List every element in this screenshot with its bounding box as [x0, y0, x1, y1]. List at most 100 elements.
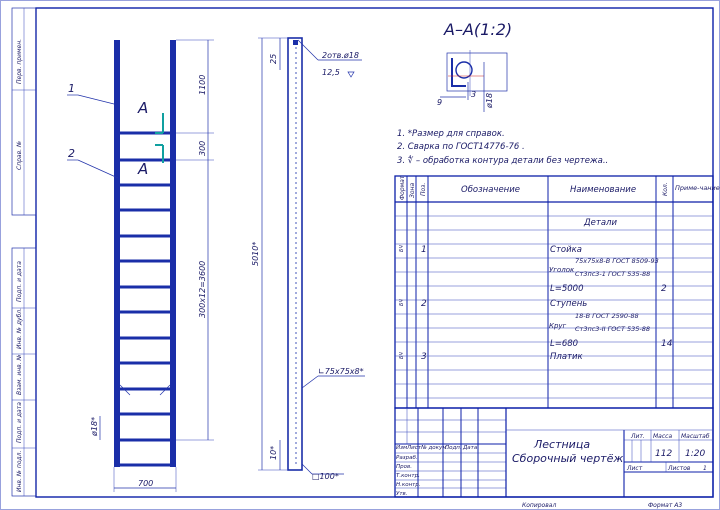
ladder-stringer-right	[170, 40, 176, 467]
lit-label: Лит.	[630, 433, 645, 440]
spec-row-format: БЧ	[399, 352, 405, 359]
spec-header-name: Наименование	[570, 185, 636, 195]
spec-row-name: Платик	[550, 352, 584, 362]
note-1: 1. *Размер для справок.	[397, 129, 505, 139]
technical-notes: 1. *Размер для справок. 2. Сварка по ГОС…	[397, 129, 608, 166]
spec-row-format: БЧ	[399, 245, 405, 252]
spec-row-name: L=680	[550, 339, 578, 349]
ladder-rung	[120, 285, 170, 289]
side-stamp-label: Подп. и дата	[16, 402, 23, 443]
spec-row-qty: 2	[661, 284, 667, 294]
dim-total-height-side: 5010*	[251, 242, 260, 266]
role-tcontrol: Т.контр.	[396, 473, 420, 479]
spec-header-zone: Зона	[409, 183, 416, 198]
role-checker: Пров.	[396, 464, 412, 470]
dim-width-700: 700	[138, 479, 153, 488]
note-2: 2. Сварка по ГОСТ14776-76 .	[397, 142, 525, 152]
title-block: Изм Лист № докум. Подп. Дата Разраб. Про…	[394, 407, 714, 509]
side-stamp-label: Перв. примен.	[16, 39, 23, 84]
side-stamp-label: Справ. №	[16, 141, 23, 170]
spec-prefix-krug: Круг	[549, 322, 567, 330]
ladder-rung	[120, 234, 170, 238]
dim-300: 300	[198, 141, 207, 156]
sheets-value: 1	[703, 465, 707, 472]
side-stamp-label: Взам. инв. №	[16, 354, 23, 395]
section-dim-width: 9	[437, 98, 442, 107]
leader-label-2: 2	[68, 147, 75, 160]
ladder-rung	[120, 131, 170, 135]
ladder-rung	[120, 208, 170, 212]
dim-1100: 1100	[198, 75, 207, 95]
side-top-hole	[293, 40, 298, 45]
title-block-col-list: Лист	[406, 445, 422, 451]
section-dim-diameter: ø18	[485, 93, 494, 109]
side-stamp-label: Инв. № дубл.	[16, 308, 23, 349]
scale-label: Масштаб	[681, 433, 710, 440]
role-approved: Утв.	[396, 491, 408, 497]
drawing-type: Сборочный чертёж	[512, 452, 623, 465]
leader-label-1: 1	[68, 82, 75, 95]
title-block-col-sign: Подп.	[445, 445, 462, 451]
spec-row-position: 3	[421, 352, 427, 362]
specification-table: Формат Зона Поз. Обозначение Наименовани…	[394, 175, 720, 409]
spec-header-qty: Кол.	[662, 182, 669, 196]
spec-row-name: Ст3пс3-1 ГОСТ 535-88	[575, 270, 650, 278]
role-developer: Разраб.	[396, 455, 418, 461]
ladder-rung	[120, 387, 170, 391]
ladder-rung	[120, 438, 170, 442]
angle-profile-label: ∟75х75х8*	[318, 367, 364, 376]
mass-label: Масса	[653, 433, 672, 440]
ladder-rung	[120, 412, 170, 416]
mass-value: 112	[655, 449, 672, 459]
sheet-label: Лист	[626, 465, 643, 472]
section-aa: А–А(1:2) 9 3 ø18	[437, 20, 512, 112]
spec-row-name: L=5000	[550, 284, 584, 294]
ladder-rung	[120, 158, 170, 162]
spec-header-designation: Обозначение	[461, 185, 520, 195]
ladder-rung	[120, 336, 170, 340]
spec-section-title: Детали	[583, 218, 617, 228]
ladder-rung	[120, 361, 170, 365]
plate-label: □100*	[312, 472, 339, 481]
title-block-col-date: Дата	[462, 445, 478, 451]
drawing-name: Лестница	[533, 438, 590, 451]
ladder-rung	[120, 463, 170, 467]
spec-row-position: 2	[421, 299, 427, 309]
spec-row-name: Ст3пс3-II ГОСТ 535-88	[575, 325, 650, 333]
format-label: Формат А3	[648, 502, 682, 509]
spec-row-name: 75х75х8-В ГОСТ 8509-93	[575, 257, 659, 265]
ladder-stringer-left	[114, 40, 120, 467]
title-block-col-izm: Изм	[396, 445, 407, 451]
ladder-rung	[120, 259, 170, 263]
spec-header-pos: Поз.	[420, 183, 427, 196]
section-dim-step: 3	[471, 90, 476, 99]
ladder-rungs	[120, 131, 170, 467]
ladder-side-view: 2отв.ø18 12,5 25 5010* 10* ∟75х75х8* □10…	[251, 37, 365, 481]
ladder-rung	[120, 183, 170, 187]
spec-row-qty: 14	[661, 339, 673, 349]
dim-10: 10*	[269, 446, 278, 460]
role-ncontrol: Н.контр.	[396, 482, 421, 488]
spec-header-format: Формат	[399, 175, 406, 200]
spec-row-format: БЧ	[399, 299, 405, 306]
ladder-front-view: 1 2 А А 1100 300 300х12=3600 700 ø18*	[67, 39, 214, 492]
copied-label: Копировал	[522, 502, 556, 509]
side-angle-profile	[287, 37, 303, 471]
scale-value: 1:20	[685, 449, 705, 459]
note-3: 3. ∜ – обработка контура детали без черт…	[397, 155, 608, 166]
dim-total-height: 300х12=3600	[198, 261, 207, 318]
dim-25: 25	[269, 54, 278, 64]
hole-label: 2отв.ø18	[322, 51, 359, 60]
side-stamp-label: Инв. № подл.	[16, 451, 23, 492]
spec-row-name: Ступень	[550, 299, 587, 309]
dim-rung-diameter: ø18*	[90, 417, 99, 437]
title-block-col-doc: № докум.	[420, 445, 448, 451]
side-stamp: Перв. примен. Справ. № Подп. и дата Инв.…	[11, 7, 37, 497]
spec-prefix-ugolok: Уголок	[549, 266, 575, 274]
section-rung-circle	[455, 61, 473, 79]
side-stamp-label: Подп. и дата	[16, 261, 23, 302]
spec-header-note: Приме-чание	[675, 184, 720, 192]
